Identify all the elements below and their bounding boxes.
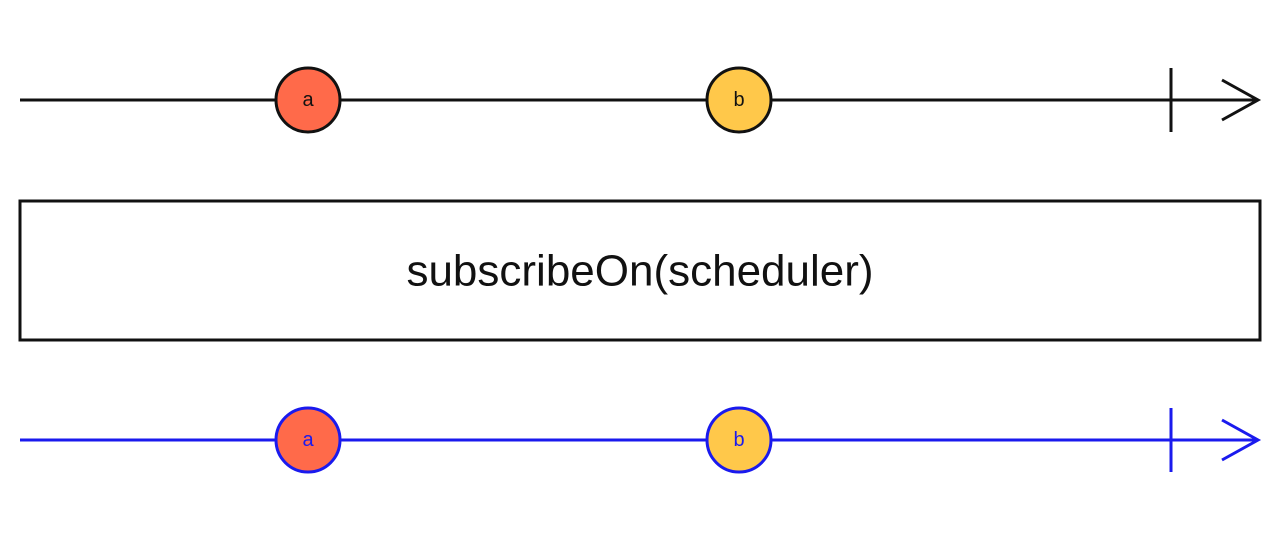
source-marble-a-label: a [302,89,314,111]
result-marble-a-circle [274,406,342,474]
result-marble-b-label: b [733,429,744,451]
source-marble-a: a [274,66,342,134]
source-marble-b-circle [705,66,773,134]
source-marble-b: b [705,66,773,134]
result-marble-b-circle [705,406,773,474]
result-timeline: a b [20,406,1262,474]
operator-box-border [18,199,1262,342]
source-marble-b-label: b [733,89,744,111]
result-timeline-arrowhead [1221,418,1262,462]
result-marble-b: b [705,406,773,474]
result-marble-a-label: a [302,429,314,451]
result-marble-a: a [274,406,342,474]
source-marble-a-circle [274,66,342,134]
operator-box: subscribeOn(scheduler) [18,199,1262,342]
source-timeline: a b [20,66,1262,134]
source-timeline-arrowhead [1221,78,1262,122]
operator-label: subscribeOn(scheduler) [406,247,873,296]
